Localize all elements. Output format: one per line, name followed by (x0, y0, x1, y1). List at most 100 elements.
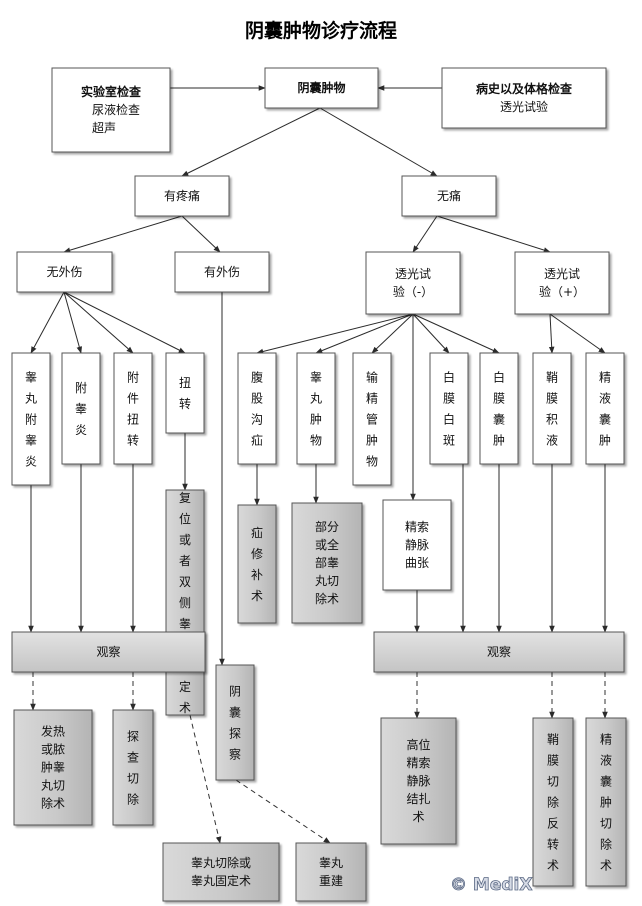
node-label: 白 (443, 412, 455, 427)
node-label: 探 (229, 727, 241, 741)
node-box (16, 251, 113, 293)
node-label: 肿 (310, 412, 322, 427)
arrow-nopain-to-transpos (436, 215, 551, 253)
node-label: 睾丸 (319, 855, 343, 870)
node-box (296, 352, 336, 465)
node-box (215, 664, 255, 781)
node-label: 尿液检查 (92, 102, 140, 117)
node-label: 除 (127, 792, 139, 807)
node-box (165, 489, 205, 716)
node-label: 无外伤 (46, 265, 82, 279)
node-label: 发热 (41, 723, 65, 738)
arrow-transpos-to-n11 (549, 313, 606, 354)
node-label: 观察 (96, 645, 120, 659)
node-label: 术 (251, 589, 263, 603)
node-box (585, 352, 625, 465)
node-label: 者 (179, 554, 191, 568)
node-box (113, 352, 153, 465)
node-label: 双 (179, 575, 191, 589)
node-label: 术 (412, 810, 424, 824)
node-label: 验（-） (393, 284, 433, 299)
arrow-transneg-to-n9 (412, 313, 500, 354)
node-label: 睾 (25, 370, 37, 385)
node-pain: 有疼痛 (134, 175, 230, 217)
node-box (429, 352, 469, 465)
node-label: 或脓 (41, 741, 65, 756)
node-label: 除术 (315, 591, 339, 606)
node-label: 液 (546, 433, 558, 448)
node-label: 积 (546, 413, 558, 427)
node-label: 睾 (25, 433, 37, 448)
node-label: 鞘 (546, 371, 558, 385)
node-label: 术 (600, 859, 612, 873)
node-box (134, 175, 230, 217)
node-label: 转 (179, 396, 191, 411)
node-nopain: 无痛 (401, 175, 497, 217)
edges (28, 85, 608, 844)
node-n2: 附睾炎 (61, 352, 101, 465)
node-box (365, 251, 461, 315)
node-box (112, 709, 154, 826)
node-transpos: 透光试验（+） (514, 251, 610, 315)
node-label: 除 (547, 795, 559, 810)
node-label: 扭 (179, 376, 191, 390)
node-label: 件 (127, 392, 139, 406)
node-label: 查 (127, 751, 139, 765)
node-label: 精 (600, 733, 612, 747)
arrow-transneg-to-n5 (256, 313, 414, 355)
node-box (532, 717, 574, 887)
node-label: 股 (251, 392, 263, 406)
node-label: 阴 (229, 685, 241, 699)
node-label: 切 (127, 772, 139, 786)
node-box (13, 709, 93, 826)
node-label: 管 (366, 412, 378, 427)
node-trauma: 有外伤 (174, 251, 270, 293)
node-label: 白 (493, 370, 505, 385)
node-box (11, 352, 51, 486)
node-label: 附 (75, 381, 87, 395)
arrow-notrauma-to-n1 (30, 291, 65, 354)
node-label: 病史以及体格检查 (476, 81, 573, 96)
node-label: 液 (599, 391, 611, 406)
node-label: 超声 (92, 120, 116, 135)
node-box (585, 717, 627, 887)
node-label: 精索 (405, 520, 429, 534)
node-label: 静脉 (405, 537, 429, 552)
node-label: 鞘 (547, 733, 559, 747)
node-label: 睾 (179, 616, 191, 631)
node-label: 曲张 (405, 556, 429, 570)
node-label: 术 (547, 859, 559, 873)
node-label: 睾丸切除或 (191, 855, 251, 870)
node-label: 丸 (310, 392, 322, 406)
node-label: 术 (179, 701, 191, 715)
node-label: 肿睾 (41, 759, 65, 774)
node-label: 肿 (599, 433, 611, 448)
node-box (532, 352, 572, 465)
node-label: 实验室检查 (81, 84, 142, 99)
node-label: 切 (600, 817, 612, 831)
node-box (162, 842, 280, 902)
nodes: 实验室检查尿液检查超声阴囊肿物病史以及体格检查透光试验有疼痛无痛无外伤有外伤透光… (11, 67, 627, 902)
node-label: 膜 (547, 754, 559, 768)
node-label: 修 (251, 546, 263, 561)
node-label: 除 (600, 837, 612, 852)
node-torsion_tx: 复位或者双侧睾丸固定术 (165, 489, 205, 716)
node-box (237, 504, 277, 624)
node-box (514, 251, 610, 315)
node-box (11, 631, 206, 673)
arrow-nopain-to-transneg (412, 215, 438, 253)
node-label: 囊 (600, 774, 612, 789)
